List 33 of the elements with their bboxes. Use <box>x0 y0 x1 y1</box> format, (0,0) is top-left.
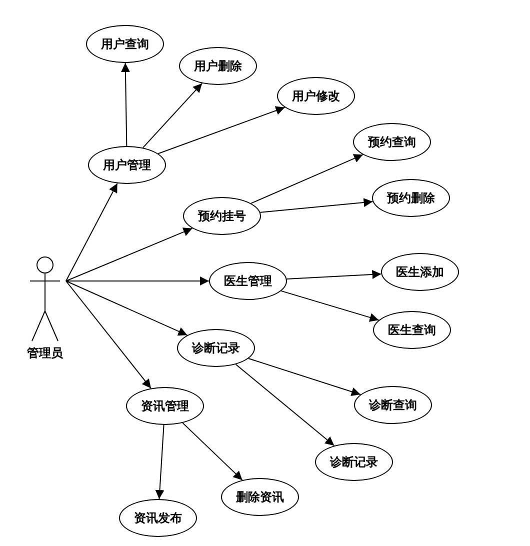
use-case-ellipse: 诊断查询 <box>354 386 432 424</box>
use-case-ellipse: 诊断记录 <box>315 443 393 481</box>
arrow <box>66 182 118 282</box>
use-case-ellipse: 用户删除 <box>179 47 257 85</box>
arrow <box>142 82 203 148</box>
use-case-ellipse: 用户查询 <box>86 25 164 63</box>
use-case-ellipse: 预约挂号 <box>183 197 261 235</box>
use-case-ellipse: 用户修改 <box>277 77 355 115</box>
use-case-ellipse: 医生管理 <box>209 262 287 300</box>
use-case-ellipse: 删除资讯 <box>221 478 299 516</box>
arrow <box>260 198 374 213</box>
arrow <box>250 154 364 204</box>
arrow <box>66 228 193 282</box>
use-case-ellipse: 资讯发布 <box>119 499 197 537</box>
arrow <box>286 270 382 280</box>
arrow <box>248 358 361 396</box>
use-case-ellipse: 医生查询 <box>373 311 451 349</box>
arrow <box>158 106 286 154</box>
arrow <box>66 280 188 336</box>
arrow <box>66 276 210 286</box>
arrow <box>66 280 152 389</box>
use-case-ellipse: 用户管理 <box>88 146 166 184</box>
use-case-ellipse: 预约查询 <box>353 123 431 161</box>
arrow <box>155 424 164 500</box>
use-case-ellipse: 预约删除 <box>372 179 450 217</box>
arrow <box>280 290 380 322</box>
arrow <box>182 422 243 481</box>
actor-label: 管理员 <box>27 345 63 362</box>
use-case-ellipse: 医生添加 <box>381 253 459 291</box>
arrow <box>120 62 130 146</box>
use-case-ellipse: 诊断记录 <box>177 329 255 367</box>
arrow <box>235 364 335 446</box>
use-case-ellipse: 资讯管理 <box>126 387 204 425</box>
